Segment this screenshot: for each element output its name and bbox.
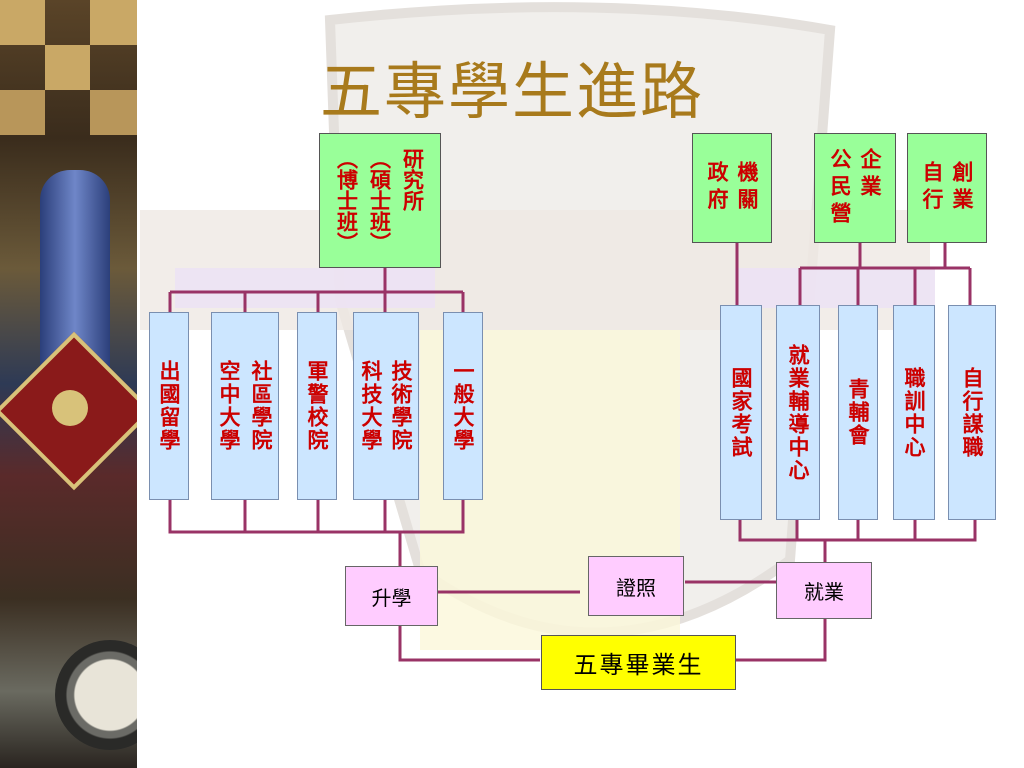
tech-box: 技術學院 科技大學	[353, 312, 419, 500]
decorative-sidebar-image	[0, 0, 137, 768]
employment-label: 就業	[804, 580, 844, 604]
self-job-box: 自行謀職	[948, 305, 996, 520]
employment-center-box: 就業輔導中心	[776, 305, 820, 520]
medal-center-icon	[52, 390, 88, 426]
compass-icon	[55, 640, 137, 750]
community-air-label: 社區學院 空中大學	[217, 360, 274, 452]
national-exam-box: 國家考試	[720, 305, 762, 520]
board-square	[0, 90, 45, 135]
research-institute-box: 研究所 （碩士班） （博士班）	[319, 133, 441, 268]
youth-counsel-label: 青輔會	[846, 378, 871, 447]
board-square	[0, 0, 45, 45]
enterprise-box: 企業 公民營	[814, 133, 896, 243]
certificate-node: 證照	[588, 556, 684, 616]
further-study-node: 升學	[345, 566, 438, 626]
enterprise-label: 企業 公民營	[828, 147, 883, 229]
military-label: 軍警校院	[305, 360, 330, 452]
board-square	[45, 45, 90, 90]
employment-node: 就業	[776, 562, 872, 619]
research-institute-label: 研究所 （碩士班） （博士班）	[334, 148, 426, 253]
general-univ-label: 一般大學	[451, 360, 476, 452]
general-univ-box: 一般大學	[443, 312, 483, 500]
certificate-label: 證照	[616, 575, 656, 600]
study-abroad-box: 出國留學	[149, 312, 189, 500]
self-employed-box: 創業 自行	[907, 133, 987, 243]
vocational-center-label: 職訓中心	[902, 366, 927, 459]
further-study-label: 升學	[371, 585, 412, 610]
study-abroad-label: 出國留學	[157, 360, 182, 452]
community-air-box: 社區學院 空中大學	[211, 312, 279, 500]
self-employed-label: 創業 自行	[920, 161, 975, 215]
page-title: 五專學生進路	[319, 55, 704, 128]
national-exam-label: 國家考試	[729, 366, 754, 459]
vocational-center-box: 職訓中心	[893, 305, 935, 520]
government-box: 機關 政府	[692, 133, 772, 243]
youth-counsel-box: 青輔會	[838, 305, 878, 520]
military-box: 軍警校院	[297, 312, 337, 500]
government-label: 機關 政府	[705, 161, 760, 215]
graduate-label: 五專畢業生	[573, 651, 704, 679]
board-square	[90, 0, 137, 45]
self-job-label: 自行謀職	[960, 366, 985, 459]
tech-label: 技術學院 科技大學	[359, 360, 414, 452]
graduate-node: 五專畢業生	[541, 635, 736, 690]
board-square	[90, 90, 137, 135]
employment-center-label: 就業輔導中心	[786, 343, 811, 482]
